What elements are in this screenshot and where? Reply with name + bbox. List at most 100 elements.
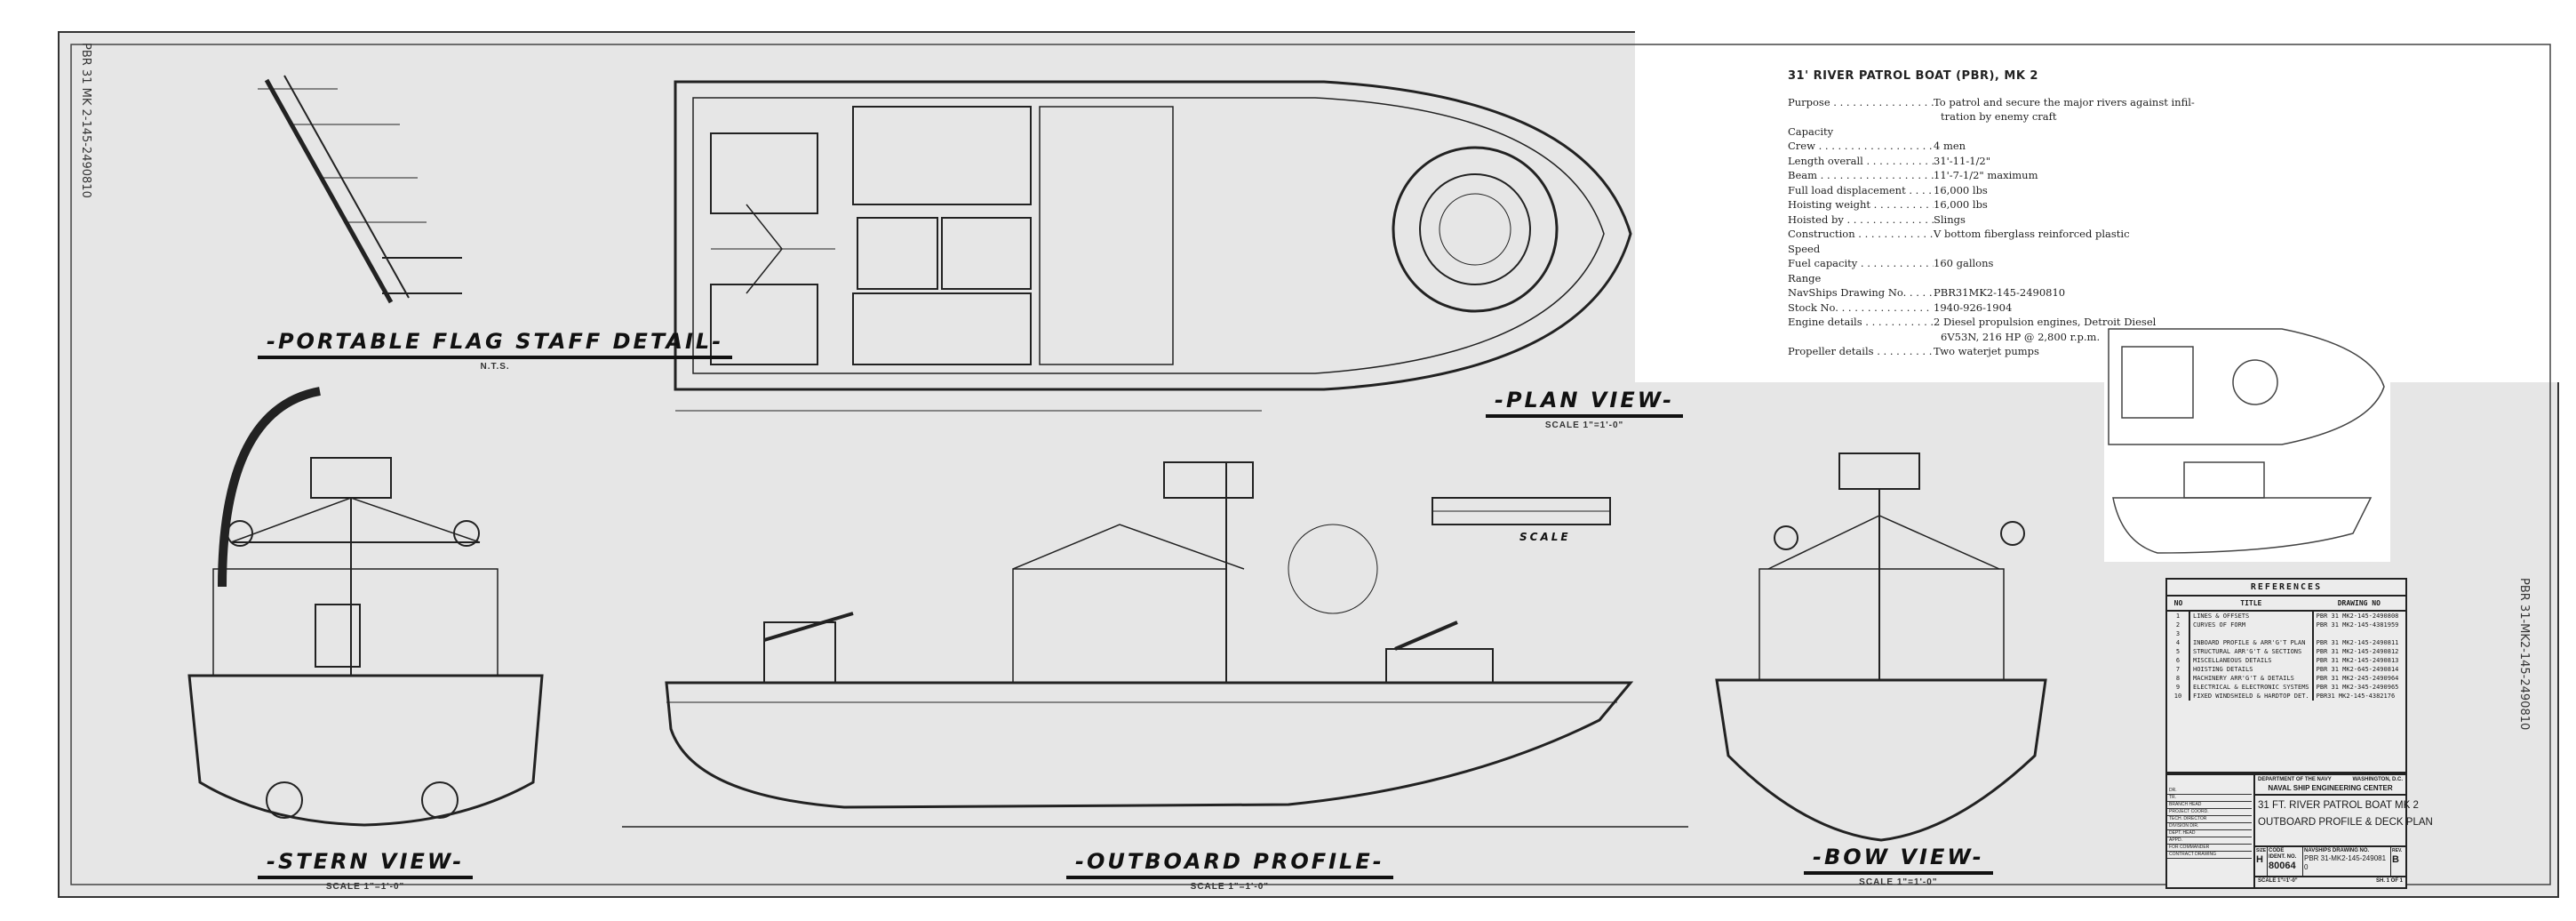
spec-value: 31'-11-1/2" [1934,154,1990,167]
location: WASHINGTON, D.C. [2352,777,2403,782]
table-cell: MISCELLANEOUS DETAILS [2189,656,2314,665]
table-cell: ELECTRICAL & ELECTRONIC SYSTEMS [2189,683,2314,692]
rev-cell: REV. B [2391,847,2405,876]
table-row: 3 [2167,629,2405,638]
right-edge-drawing-number: PBR 31-MK2-145-2490810 [2517,578,2531,731]
spec-label: Capacity [1788,124,1834,138]
outboard-profile-label: -OUTBOARD PROFILE- SCALE 1"=1'-0" [1066,849,1393,892]
spec-row: Speed [1788,242,2250,257]
code-cell: CODE IDENT. NO. 80064 [2268,847,2303,876]
drawing-title-line1: 31 FT. RIVER PATROL BOAT MK 2 [2258,800,2419,811]
spec-label: Construction [1788,227,1934,242]
stern-view-label: -STERN VIEW- SCALE 1"=1'-0" [258,849,474,892]
spec-value: 4 men [1934,140,1966,152]
size-label: SIZE [2256,848,2267,853]
spec-value: 16,000 lbs [1934,198,1988,211]
table-cell: FIXED WINDSHIELD & HARDTOP DET. [2189,692,2314,701]
inset-boat-sketch [2104,320,2390,562]
plan-view-label: -PLAN VIEW- SCALE 1"=1'-0" [1486,388,1684,430]
spec-row: Full load displacement16,000 lbs [1788,183,2250,198]
table-cell: PBR 31 MK2-645-2490814 [2316,666,2399,673]
spec-label: NavShips Drawing No. [1788,285,1934,300]
drawing-title-line2: OUTBOARD PROFILE & DECK PLAN [2258,817,2433,828]
signature-line: PROJECT COORD. [2167,809,2252,816]
spec-label: Speed [1788,242,1821,255]
view-title: -BOW VIEW- [1804,845,1993,875]
table-cell: MACHINERY ARR'G'T & DETAILS [2189,674,2314,683]
spec-value: PBR31MK2-145-2490810 [1934,286,2066,299]
spec-label: Engine details [1788,315,1934,330]
spec-row: Hoisted bySlings [1788,212,2250,228]
spec-row: Crew4 men [1788,139,2250,154]
table-cell: 4 [2167,638,2190,647]
table-cell: PBR 31 MK2-345-2490965 [2316,684,2399,691]
size-cell: SIZE H [2255,847,2268,876]
engineering-center: NAVAL SHIP ENGINEERING CENTER [2255,783,2405,796]
sheet-number: SH. 1 OF 1 [2375,878,2403,884]
rev-value: B [2392,854,2399,865]
flag-staff-label: -PORTABLE FLAG STAFF DETAIL- N.T.S. [258,329,733,372]
view-scale: SCALE 1"=1'-0" [1859,877,1938,887]
table-cell: PBR31 MK2-145-4382176 [2316,693,2396,700]
signature-line: DIVISION DIR. [2167,823,2252,830]
view-title: -STERN VIEW- [258,849,474,879]
table-cell [2313,629,2405,638]
spec-label: Hoisted by [1788,212,1934,228]
drawing-no-cell: NAVSHIPS DRAWING NO. PBR 31-MK2-145-2490… [2303,847,2391,876]
scale-label: SCALE [1519,531,1571,543]
spec-label: Propeller details [1788,344,1934,359]
table-cell: LINES & OFFSETS [2189,611,2314,621]
table-cell: 6 [2167,656,2190,665]
outboard-profile-drawing [622,461,1688,828]
table-cell: 1 [2167,611,2190,621]
table-cell: PBR 31 MK2-145-4381959 [2316,621,2399,629]
table-cell: PBR 31 MK2-145-2490812 [2316,648,2399,655]
spec-label: Full load displacement [1788,183,1934,198]
left-edge-drawing-number: PBR 31 MK 2-145-2490810 [79,43,92,198]
signature-line: TR. [2167,795,2252,802]
view-title: -PORTABLE FLAG STAFF DETAIL- [258,329,733,359]
spec-value: 16,000 lbs [1934,183,1988,196]
signature-line: APPD. [2167,837,2252,845]
plan-view-drawing [674,80,1632,412]
spec-value-continued: tration by enemy craft [1941,110,2057,123]
spec-label: Range [1788,271,1822,284]
spec-value: 11'-7-1/2" maximum [1934,169,2038,181]
view-scale: SCALE 1"=1'-0" [1190,882,1270,892]
table-cell: 5 [2167,647,2190,656]
inner-border [70,44,2551,885]
view-title: -PLAN VIEW- [1486,388,1684,418]
specs-title: 31' RIVER PATROL BOAT (PBR), MK 2 [1788,69,2038,83]
spec-value: 2 Diesel propulsion engines, Detroit Die… [1934,316,2157,328]
table-cell: PBR 31 MK2-145-2490813 [2316,657,2399,664]
spec-row: ConstructionV bottom fiberglass reinforc… [1788,227,2250,242]
scale-row: SCALE 1"=1'-0" SH. 1 OF 1 [2255,876,2405,887]
department: DEPARTMENT OF THE NAVY [2258,777,2332,782]
table-cell: PBR 31 MK2-245-2490964 [2316,675,2399,682]
title-block-header: DEPARTMENT OF THE NAVY WASHINGTON, D.C. [2255,775,2405,783]
table-cell: 10 [2167,692,2190,701]
table-cell: PBR 31 MK2-145-2490808 [2316,613,2399,620]
signature-line: FOR COMMANDER [2167,845,2252,852]
view-title: -OUTBOARD PROFILE- [1066,849,1393,879]
table-cell: HOISTING DETAILS [2189,665,2314,674]
drawing-id-row: SIZE H CODE IDENT. NO. 80064 NAVSHIPS DR… [2255,845,2405,876]
spec-value-continued: 6V53N, 216 HP @ 2,800 r.p.m. [1941,330,2101,343]
table-cell: PBR 31 MK2-145-2490811 [2316,639,2399,646]
table-cell: 3 [2167,629,2190,638]
spec-row: NavShips Drawing No.PBR31MK2-145-2490810 [1788,285,2250,300]
drawing-no-value: PBR 31-MK2-145-2490810 [2304,854,2387,871]
view-scale: N.T.S. [480,362,510,372]
bow-view-label: -BOW VIEW- SCALE 1"=1'-0" [1804,845,1993,887]
spec-value: To patrol and secure the major rivers ag… [1934,95,2195,108]
spec-value: 1940-926-1904 [1934,300,2013,314]
title-block-main: DEPARTMENT OF THE NAVY WASHINGTON, D.C. … [2253,775,2433,887]
specifications-panel: 31' RIVER PATROL BOAT (PBR), MK 2 Purpos… [1788,69,2250,359]
